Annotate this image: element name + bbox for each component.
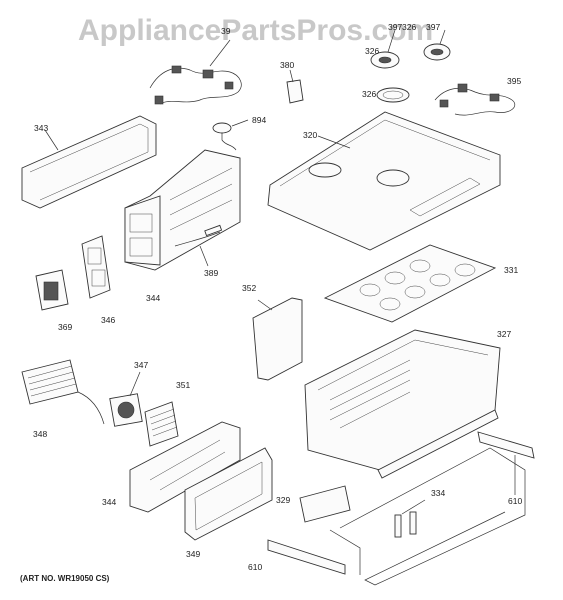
callout-395: 395 bbox=[507, 76, 522, 86]
callout-351: 351 bbox=[176, 380, 191, 390]
callout-894: 894 bbox=[252, 115, 267, 125]
callout-334: 334 bbox=[431, 488, 446, 498]
callout-326: 326 bbox=[365, 46, 380, 56]
part-380-clip bbox=[286, 69, 304, 104]
callout-389: 389 bbox=[204, 268, 219, 278]
callout-344: 344 bbox=[102, 497, 117, 507]
part-346-gasket bbox=[81, 235, 111, 299]
part-343-panel bbox=[21, 115, 157, 209]
part-349-duct-door bbox=[184, 447, 273, 541]
callout-610: 610 bbox=[248, 562, 263, 572]
callout-397: 397 bbox=[426, 22, 441, 32]
slide-frame bbox=[329, 447, 526, 586]
part-610-rail-right bbox=[477, 431, 535, 495]
callout-610: 610 bbox=[508, 496, 523, 506]
part-347-fan-motor bbox=[109, 371, 143, 427]
callout-326: 326 bbox=[362, 89, 377, 99]
part-334-screws bbox=[394, 499, 426, 538]
callout-329: 329 bbox=[276, 495, 291, 505]
callout-397: 397 bbox=[388, 22, 403, 32]
part-320-top-cover bbox=[267, 111, 501, 251]
callout-344: 344 bbox=[146, 293, 161, 303]
part-389-heater bbox=[174, 224, 223, 267]
part-395-wiring-harness bbox=[434, 83, 516, 116]
part-348-evaporator bbox=[21, 359, 105, 425]
callout-39: 39 bbox=[221, 26, 231, 36]
part-894-thermistor bbox=[212, 119, 249, 151]
part-352-bracket bbox=[252, 297, 303, 381]
callout-380: 380 bbox=[280, 60, 295, 70]
part-326-fan-left bbox=[370, 29, 400, 69]
callout-331: 331 bbox=[504, 265, 519, 275]
part-39-wiring-harness bbox=[149, 39, 242, 105]
callout-352: 352 bbox=[242, 283, 257, 293]
callout-347: 347 bbox=[134, 360, 149, 370]
art-number: (ART NO. WR19050 CS) bbox=[20, 574, 110, 583]
part-327-drawer-bin bbox=[304, 329, 501, 479]
callout-326: 326 bbox=[402, 22, 417, 32]
callout-327: 327 bbox=[497, 329, 512, 339]
part-369-module bbox=[35, 269, 69, 311]
part-344-air-duct-assembly bbox=[124, 149, 241, 271]
callout-346: 346 bbox=[101, 315, 116, 325]
callout-369: 369 bbox=[58, 322, 73, 332]
callout-349: 349 bbox=[186, 549, 201, 559]
part-351-grille bbox=[144, 401, 179, 447]
part-344-lower-housing bbox=[129, 421, 241, 513]
callout-348: 348 bbox=[33, 429, 48, 439]
part-326-fan-cover bbox=[376, 87, 410, 103]
part-326-fan-right bbox=[423, 29, 451, 61]
part-329-cover-plate bbox=[299, 485, 351, 523]
part-331-tray bbox=[323, 244, 497, 323]
part-610-rail-lower bbox=[267, 539, 346, 575]
callout-320: 320 bbox=[303, 130, 318, 140]
callout-343: 343 bbox=[34, 123, 49, 133]
